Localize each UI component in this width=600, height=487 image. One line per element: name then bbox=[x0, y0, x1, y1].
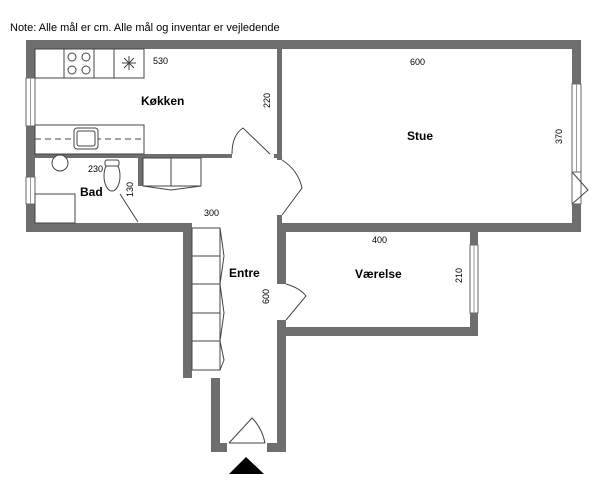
bedroom-width: 400 bbox=[372, 235, 387, 245]
hall-closet bbox=[142, 157, 202, 191]
room-living bbox=[282, 49, 572, 223]
kitchen-width: 530 bbox=[153, 56, 168, 66]
entrance-door-swing bbox=[228, 417, 266, 444]
living-depth: 370 bbox=[554, 129, 564, 144]
window-kitchen bbox=[25, 77, 36, 127]
bath-width: 230 bbox=[88, 164, 103, 174]
plan-note: Note: Alle mål er cm. Alle mål og invent… bbox=[10, 22, 280, 34]
fan-icon bbox=[122, 56, 136, 70]
room-bedroom bbox=[286, 232, 470, 327]
window-bath bbox=[25, 176, 36, 205]
entrance-depth: 600 bbox=[261, 289, 271, 304]
bedroom-door-swing bbox=[285, 283, 307, 321]
bath-label: Bad bbox=[80, 185, 103, 199]
kitchen-label: Køkken bbox=[141, 94, 184, 108]
washbasin-icon bbox=[51, 154, 69, 172]
stove-icon bbox=[67, 52, 91, 75]
entrance-arrow-icon bbox=[229, 457, 264, 474]
bedroom-label: Værelse bbox=[355, 267, 402, 281]
kitchen-depth: 220 bbox=[262, 93, 272, 108]
entrance-door-opening bbox=[227, 442, 267, 453]
window-living bbox=[571, 83, 582, 173]
entrance-wardrobe bbox=[191, 227, 225, 371]
living-width: 600 bbox=[410, 57, 425, 67]
kitchen-door-opening bbox=[232, 153, 274, 159]
entrance-label: Entre bbox=[229, 266, 260, 280]
bath-door-opening bbox=[137, 186, 144, 223]
shower-icon bbox=[34, 193, 76, 224]
living-door-opening bbox=[276, 160, 283, 215]
bath-door-swing bbox=[119, 193, 139, 223]
bath-depth: 130 bbox=[125, 182, 135, 197]
bedroom-door-opening bbox=[276, 284, 287, 320]
bedroom-depth: 210 bbox=[454, 268, 464, 283]
window-bedroom bbox=[469, 244, 479, 314]
living-label: Stue bbox=[407, 129, 433, 143]
living-door-swing bbox=[281, 159, 303, 216]
room-corridor-lower bbox=[220, 370, 277, 443]
kitchen-door-swing bbox=[231, 127, 271, 155]
balcony-door-living bbox=[571, 171, 589, 205]
entrance-width: 300 bbox=[204, 208, 219, 218]
